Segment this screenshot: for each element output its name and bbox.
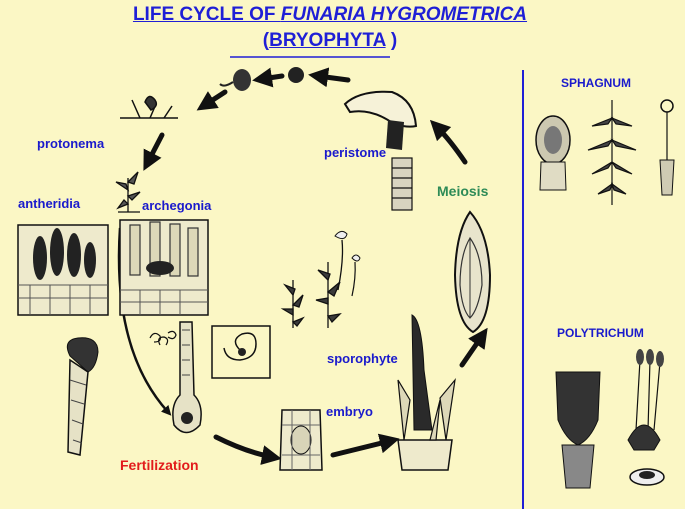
arrow-sperm-to-archegonium	[117, 227, 172, 416]
sperm-inset-icon	[211, 325, 271, 379]
protonema-icon	[120, 95, 178, 119]
label-meiosis: Meiosis	[437, 183, 489, 199]
label-protonema: protonema	[37, 136, 105, 151]
page-title: LIFE CYCLE OF FUNARIA HYGROMETRICA (BRYO…	[0, 4, 660, 52]
arrow-protonema-to-gametophore	[143, 132, 165, 171]
title-open-paren: (	[262, 30, 270, 51]
antheridia-section-icon	[17, 224, 109, 316]
spore-icon	[288, 67, 304, 83]
gametophyte-plants-icon	[280, 230, 361, 328]
arrow-embryo-to-sporophyte	[330, 433, 400, 458]
arrow-fertilization-to-embryo	[213, 434, 282, 465]
arrow-sporophyte-to-capsule	[459, 327, 488, 368]
polytrichum-capsule-icon	[555, 371, 601, 489]
label-embryo: embryo	[326, 404, 373, 419]
capsule-section-icon	[453, 210, 492, 334]
polytrichum-plant-icon	[627, 349, 664, 451]
polytrichum-peristome-icon	[629, 468, 665, 486]
label-antheridia: antheridia	[18, 196, 81, 211]
title-species: FUNARIA HYGROMETRICA	[280, 4, 528, 25]
label-peristome: peristome	[324, 145, 387, 160]
peristome-capsule-icon	[343, 90, 418, 211]
label-fertilization: Fertilization	[120, 457, 199, 473]
sphagnum-plant-icon	[587, 100, 637, 205]
title-group: BRYOPHYTA	[269, 30, 386, 51]
sphagnum-capsule-icon	[535, 115, 571, 191]
arrow-capsule-to-spore	[308, 67, 351, 88]
arrow-meiosis-to-peristome	[429, 119, 468, 165]
archegonia-section-icon	[119, 219, 209, 316]
label-polytrichum: POLYTRICHUM	[557, 326, 644, 340]
germinating-spore-icon	[219, 69, 251, 91]
sperm-icon	[149, 330, 177, 346]
antheridium-icon	[66, 337, 99, 456]
cycle-arrows	[143, 67, 488, 465]
arrow-to-protonema	[196, 89, 228, 111]
title-close-paren: )	[385, 30, 398, 51]
archegonium-icon	[172, 321, 202, 434]
label-archegonia: archegonia	[142, 198, 212, 213]
sphagnum-sporophyte-icon	[659, 99, 675, 196]
title-prefix: LIFE CYCLE OF	[132, 4, 281, 25]
embryo-icon	[279, 409, 323, 471]
young-gametophore-icon	[115, 171, 141, 213]
label-sporophyte: sporophyte	[327, 351, 398, 366]
label-sphagnum: SPHAGNUM	[561, 76, 632, 90]
sporophyte-icon	[397, 314, 456, 471]
arrow-spore-to-germination	[252, 67, 285, 88]
